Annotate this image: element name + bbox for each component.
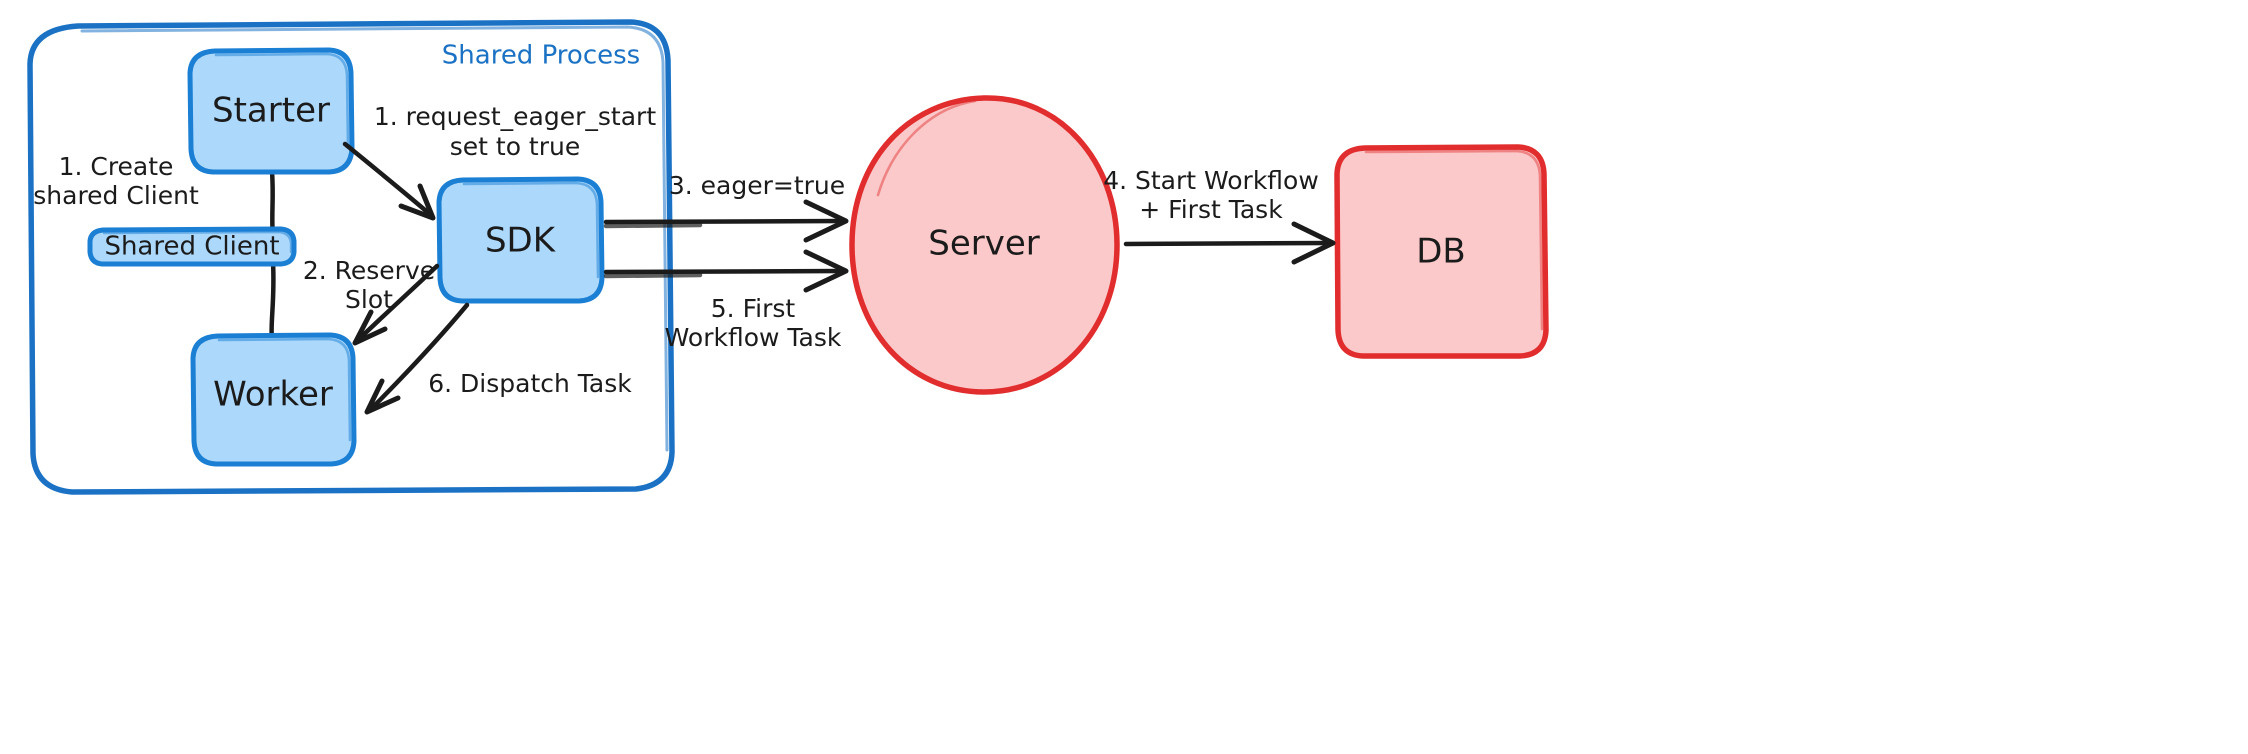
edge-eager-true [603,199,849,243]
edge-request-eager-start [342,141,436,221]
edge-label-reserve-slot-line1: 2. Reserve [303,256,435,285]
edge-start-workflow-first-task [1123,221,1336,265]
edge-label-request-eager-start: 1. request_eager_start set to true [374,102,656,161]
node-sdk[interactable]: SDK [436,176,605,304]
node-db[interactable]: DB [1334,144,1549,359]
edge-label-eager-true: 3. eager=true [669,171,845,200]
node-server[interactable]: Server [849,95,1120,395]
shared-process-group: Shared Process [27,19,675,495]
edge-label-start-workflow-first-task-line1: 4. Start Workflow [1103,166,1319,195]
edge-first-workflow-task [603,249,849,293]
edge-label-reserve-slot-line2: Slot [345,285,393,314]
node-sdk-label: SDK [485,221,557,261]
edge-dispatch-task [364,302,470,415]
node-worker[interactable]: Worker [190,332,357,467]
edge-label-reserve-slot: 2. Reserve Slot [303,256,435,314]
edge-label-eager-true-line1: 3. eager=true [669,171,845,200]
node-shared-client[interactable]: Shared Client [87,226,297,267]
edge-label-first-workflow-task: 5. First Workflow Task [665,294,842,352]
edge-label-create-shared-client-line2: shared Client [33,181,199,210]
edge-label-create-shared-client: 1. Create shared Client [33,152,199,210]
edge-label-start-workflow-first-task-line2: + First Task [1139,195,1283,224]
node-starter[interactable]: Starter [187,47,355,175]
edge-label-dispatch-task: 6. Dispatch Task [428,369,632,398]
edge-label-first-workflow-task-line2: Workflow Task [665,323,842,352]
node-starter-label: Starter [212,91,330,131]
edge-label-dispatch-task-line1: 6. Dispatch Task [428,369,632,398]
edge-label-request-eager-start-line1: 1. request_eager_start [374,102,656,131]
node-server-label: Server [928,224,1040,264]
node-worker-label: Worker [213,375,333,415]
shared-process-title: Shared Process [442,41,640,71]
edge-reserve-slot [352,263,440,346]
edge-label-create-shared-client-line1: 1. Create [59,152,174,181]
node-shared-client-label: Shared Client [104,232,279,262]
edge-label-first-workflow-task-line1: 5. First [711,294,796,323]
edge-label-request-eager-start-line2: set to true [450,132,581,161]
edge-label-start-workflow-first-task: 4. Start Workflow + First Task [1103,166,1319,224]
node-db-label: DB [1416,232,1466,272]
